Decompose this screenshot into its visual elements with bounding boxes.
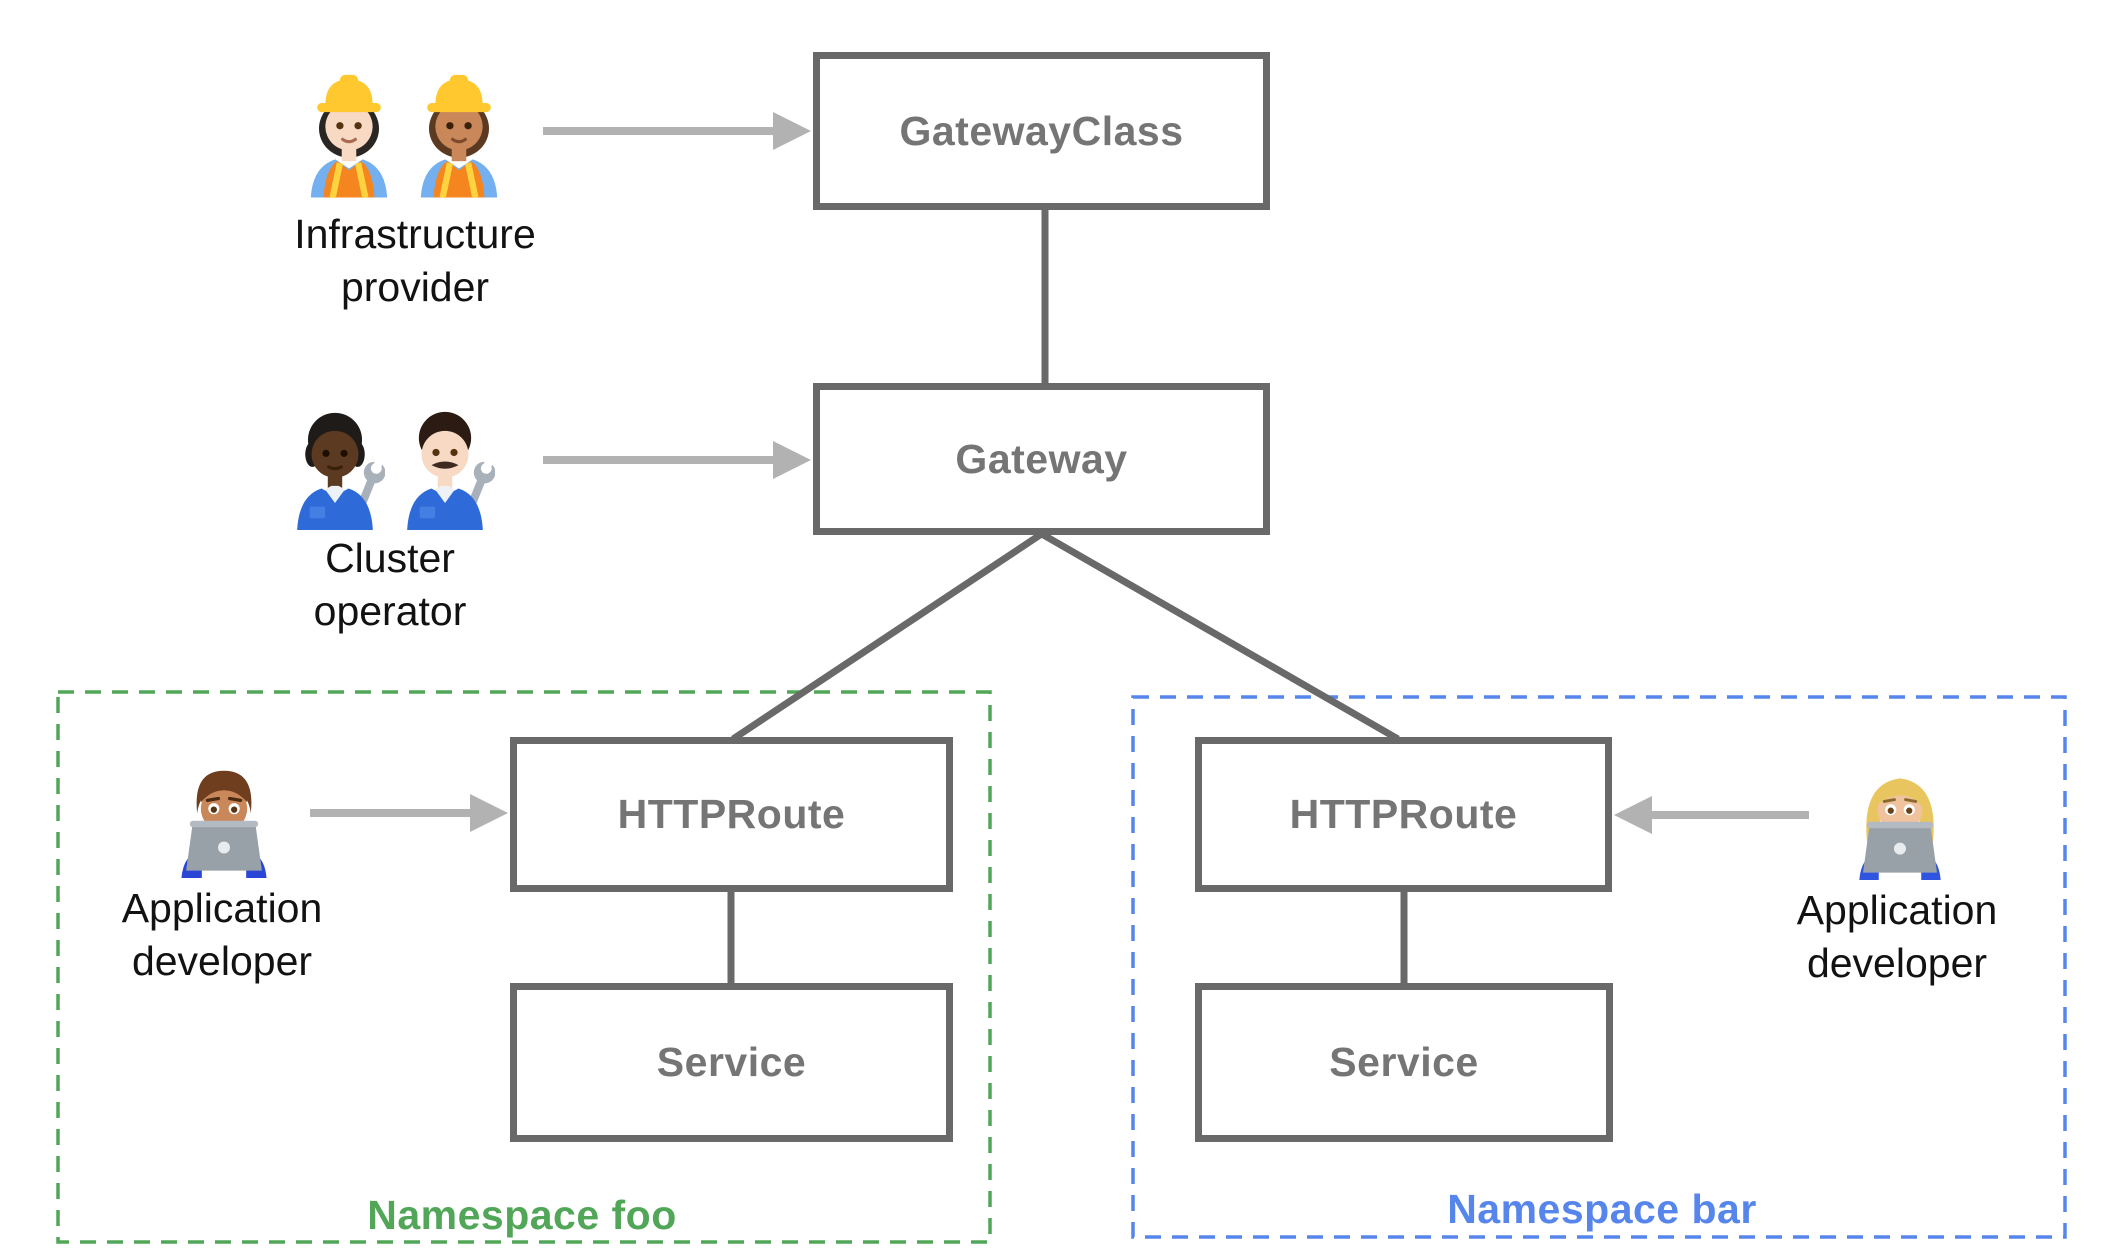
gateway-label: Gateway [955,435,1128,482]
namespace-bar-label: Namespace bar [1447,1186,1757,1232]
arrow-developer-to-httproute-bar [1614,796,1809,834]
arrow-developer-to-httproute-foo [310,794,508,832]
woman-construction-worker-medium-icon [420,74,498,198]
gatewayclass-node: GatewayClass [813,52,1270,210]
cluster-operator-icons [284,400,496,530]
connector-gateway-httproute-foo [731,530,1045,742]
connector-gateway-httproute-bar [1038,529,1400,743]
application-developer-bar-label-line1: Application [1796,887,1998,933]
httproute-foo-label: HTTPRoute [617,791,846,837]
infrastructure-provider-icons [298,66,510,198]
gatewayclass-label: GatewayClass [899,107,1184,154]
infrastructure-provider-label: Infrastructure provider [255,208,575,314]
httproute-foo-node: HTTPRoute [510,737,953,892]
cluster-operator-label-line2: operator [313,588,467,634]
application-developer-bar-label-line2: developer [1806,940,1988,986]
application-developer-foo-icon-wrap [166,756,282,878]
cluster-operator-label-line1: Cluster [325,535,455,581]
namespace-foo-label: Namespace foo [367,1192,677,1238]
application-developer-foo-label: Application developer [72,882,372,988]
connector-lines [727,207,1408,986]
infrastructure-provider-label-line2: provider [340,264,490,310]
application-developer-foo-label-line1: Application [121,885,323,931]
persona-arrows [310,112,1809,834]
woman-technologist-icon [1859,778,1941,880]
namespace-bar-box [1131,695,2067,1239]
httproute-bar-node: HTTPRoute [1195,737,1612,892]
application-developer-bar-label: Application developer [1747,884,2047,990]
service-bar-label: Service [1329,1039,1479,1085]
arrow-cluster-to-gateway [543,441,811,479]
namespace-foo-box [56,690,992,1244]
service-bar-node: Service [1195,983,1613,1142]
application-developer-bar-icon-wrap [1842,758,1958,880]
infrastructure-provider-label-line1: Infrastructure [294,211,536,257]
woman-construction-worker-light-icon [310,74,388,198]
mechanic-dark-icon [297,412,385,530]
man-mechanic-icon [407,411,495,530]
arrow-infrastructure-to-gatewayclass [543,112,811,150]
service-foo-node: Service [510,983,953,1142]
cluster-operator-label: Cluster operator [270,532,510,638]
httproute-bar-label: HTTPRoute [1289,791,1518,837]
man-technologist-icon [181,770,267,878]
application-developer-foo-label-line2: developer [131,938,313,984]
gateway-node: Gateway [813,383,1270,535]
service-foo-label: Service [656,1039,807,1085]
